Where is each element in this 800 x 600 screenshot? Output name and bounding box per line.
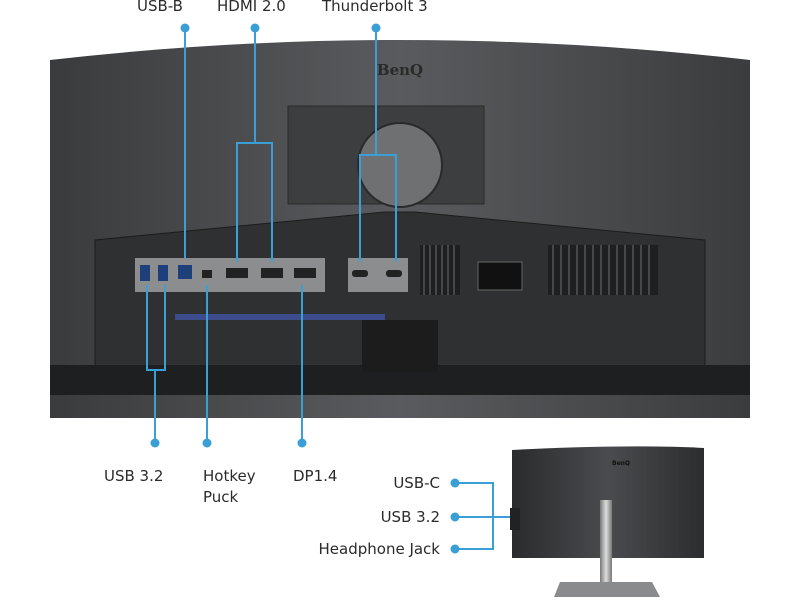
vent-grilles <box>50 245 750 395</box>
svg-text:BenQ: BenQ <box>612 460 630 467</box>
label-thunderbolt: Thunderbolt 3 <box>322 0 428 15</box>
label-hdmi: HDMI 2.0 <box>217 0 286 15</box>
hdmi-port <box>261 268 283 278</box>
label-hotkey-1: Hotkey <box>203 467 256 485</box>
label-hotkey-2: Puck <box>203 488 239 506</box>
usb-a-port <box>158 265 168 281</box>
usb-b-port <box>178 265 192 279</box>
usb-a-port <box>140 265 150 281</box>
small-monitor-stand <box>600 500 612 582</box>
thunderbolt-port <box>386 270 402 277</box>
hotkey-port <box>202 270 212 278</box>
label-usb-b: USB-B <box>137 0 183 15</box>
side-port-panel <box>510 508 520 530</box>
label-side-usb32: USB 3.2 <box>380 508 440 526</box>
label-side-headphone: Headphone Jack <box>318 540 440 558</box>
label-side-usbc: USB-C <box>393 474 440 492</box>
brand-logo: BenQ <box>377 61 423 79</box>
dp-port <box>294 268 316 278</box>
power-socket <box>477 261 523 291</box>
stand-hole <box>357 122 443 208</box>
callout-lines <box>146 28 515 550</box>
stand-neck <box>362 320 438 372</box>
hdmi-port <box>226 268 248 278</box>
label-usb32: USB 3.2 <box>104 467 164 485</box>
small-monitor-base <box>554 582 660 597</box>
label-dp: DP1.4 <box>293 467 338 485</box>
thunderbolt-port <box>352 270 368 277</box>
